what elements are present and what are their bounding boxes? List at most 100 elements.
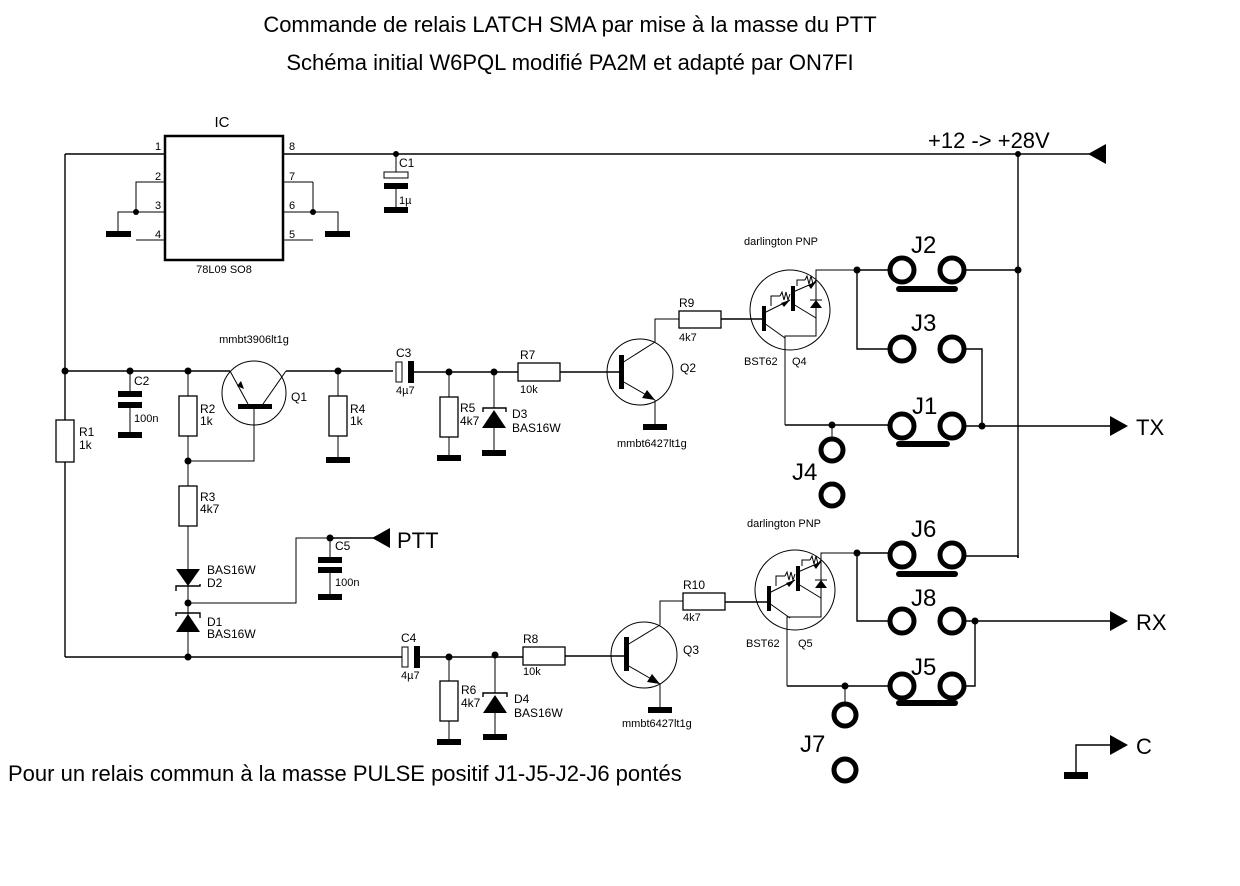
c3-ref: C3 bbox=[396, 346, 412, 360]
r1-ref: R1 bbox=[79, 425, 95, 439]
output-arrow-icon bbox=[1110, 416, 1128, 436]
resistor-r2: R2 1k bbox=[178, 367, 255, 465]
ic-pin-4: 4 bbox=[155, 229, 161, 241]
r8-value: 10k bbox=[523, 666, 541, 678]
darlington-q4: darlington PNP BST62 Q4 bbox=[744, 236, 857, 425]
output-arrow-icon bbox=[1110, 735, 1128, 755]
jumper-j8[interactable]: J8 bbox=[887, 585, 967, 636]
q4-part: BST62 bbox=[744, 356, 778, 368]
diode-d1: D1 BAS16W bbox=[175, 612, 256, 641]
q1-part: mmbt3906lt1g bbox=[219, 334, 289, 346]
d4-ref: D4 bbox=[514, 692, 530, 706]
r6-value: 4k7 bbox=[461, 696, 481, 710]
jumper-j3[interactable]: J3 bbox=[887, 310, 967, 364]
ground-icon bbox=[1064, 772, 1088, 779]
resistor-r9: R9 4k7 bbox=[678, 296, 722, 344]
r4-value: 1k bbox=[350, 414, 364, 428]
resistor-r6: R6 4k7 bbox=[437, 653, 481, 745]
ic-pin-6: 6 bbox=[289, 200, 295, 212]
resistor-r3: R3 4k7 bbox=[178, 485, 220, 527]
j7-label: J7 bbox=[800, 731, 825, 758]
r9-ref: R9 bbox=[679, 296, 695, 310]
jumper-j6[interactable]: J6 bbox=[887, 516, 967, 577]
r9-value: 4k7 bbox=[679, 332, 697, 344]
c2-ref: C2 bbox=[134, 374, 150, 388]
d1-ref: D1 bbox=[207, 615, 223, 629]
q3-part: mmbt6427lt1g bbox=[622, 718, 692, 730]
c1-ref: C1 bbox=[399, 156, 415, 170]
c-label: C bbox=[1136, 734, 1152, 759]
resistor-r8: R8 10k bbox=[522, 632, 566, 678]
j3-label: J3 bbox=[911, 310, 936, 337]
c3-value: 4µ7 bbox=[396, 385, 415, 397]
r10-value: 4k7 bbox=[683, 612, 701, 624]
r2-value: 1k bbox=[200, 414, 214, 428]
ground-icon bbox=[437, 739, 461, 745]
ic-pin-8: 8 bbox=[289, 141, 295, 153]
output-arrow-icon bbox=[1110, 611, 1128, 631]
j1-label: J1 bbox=[912, 393, 937, 420]
c5-value: 100n bbox=[335, 577, 359, 589]
tx-label: TX bbox=[1136, 415, 1164, 440]
capacitor-c3: C3 4µ7 bbox=[395, 346, 415, 397]
r8-ref: R8 bbox=[523, 632, 539, 646]
ground-icon bbox=[437, 455, 461, 461]
rx-port: RX bbox=[1110, 610, 1167, 635]
jumper-j2[interactable]: J2 bbox=[887, 232, 967, 292]
d1-part: BAS16W bbox=[207, 627, 256, 641]
q2-part: mmbt6427lt1g bbox=[617, 438, 687, 450]
ground-icon bbox=[106, 231, 131, 237]
j2-label: J2 bbox=[911, 232, 936, 259]
jumper-j1[interactable]: J1 bbox=[887, 393, 967, 447]
resistor-r5: R5 4k7 bbox=[437, 368, 480, 461]
input-arrow-icon bbox=[1088, 144, 1106, 164]
d3-part: BAS16W bbox=[512, 421, 561, 435]
ground-icon bbox=[325, 231, 350, 237]
q4-type: darlington PNP bbox=[744, 236, 818, 248]
title-line-1: Commande de relais LATCH SMA par mise à … bbox=[263, 12, 876, 37]
resistor-r10: R10 4k7 bbox=[682, 578, 726, 624]
bridging-note: Pour un relais commun à la masse PULSE p… bbox=[8, 761, 682, 786]
d4-part: BAS16W bbox=[514, 706, 563, 720]
jumper-j5[interactable]: J5 bbox=[887, 654, 967, 706]
ic-regulator: IC 78L09 SO8 1 2 3 4 8 7 6 5 bbox=[65, 114, 1018, 276]
q5-ref: Q5 bbox=[798, 638, 813, 650]
resistor-r7: R7 10k bbox=[517, 348, 561, 396]
diode-d4: D4 BAS16W bbox=[482, 651, 563, 740]
q5-part: BST62 bbox=[746, 638, 780, 650]
d2-ref: D2 bbox=[207, 576, 223, 590]
jumper-j4[interactable]: J4 bbox=[792, 436, 846, 509]
q3-ref: Q3 bbox=[683, 643, 699, 657]
j6-label: J6 bbox=[911, 516, 936, 543]
transistor-q2: Q2 mmbt6427lt1g bbox=[606, 318, 696, 450]
diode-d2: BAS16W D2 bbox=[175, 563, 256, 591]
r6-ref: R6 bbox=[461, 683, 477, 697]
r7-ref: R7 bbox=[520, 348, 536, 362]
r1-value: 1k bbox=[79, 438, 93, 452]
title-line-2: Schéma initial W6PQL modifié PA2M et ada… bbox=[286, 50, 853, 75]
ground-icon bbox=[326, 457, 350, 463]
q2-ref: Q2 bbox=[680, 361, 696, 375]
diode-d3: D3 BAS16W bbox=[482, 368, 561, 456]
ptt-port: PTT bbox=[372, 528, 439, 553]
ic-pin-3: 3 bbox=[155, 200, 161, 212]
ic-label: IC bbox=[215, 114, 230, 131]
input-arrow-icon bbox=[372, 528, 390, 548]
c5-ref: C5 bbox=[335, 539, 351, 553]
c4-value: 4µ7 bbox=[401, 670, 420, 682]
ic-part: 78L09 SO8 bbox=[196, 264, 252, 276]
r3-ref: R3 bbox=[200, 490, 216, 504]
d3-ref: D3 bbox=[512, 407, 528, 421]
resistor-r1: R1 1k bbox=[55, 419, 95, 463]
ptt-label: PTT bbox=[397, 528, 439, 553]
transistor-q3: Q3 mmbt6427lt1g bbox=[610, 600, 699, 730]
q5-type: darlington PNP bbox=[747, 518, 821, 530]
c4-ref: C4 bbox=[401, 631, 417, 645]
r7-value: 10k bbox=[520, 384, 538, 396]
j4-label: J4 bbox=[792, 459, 817, 486]
ic-pin-7: 7 bbox=[289, 171, 295, 183]
jumper-j7[interactable]: J7 bbox=[800, 701, 859, 784]
ground-icon bbox=[482, 450, 506, 456]
darlington-q5: darlington PNP BST62 Q5 bbox=[746, 518, 857, 686]
